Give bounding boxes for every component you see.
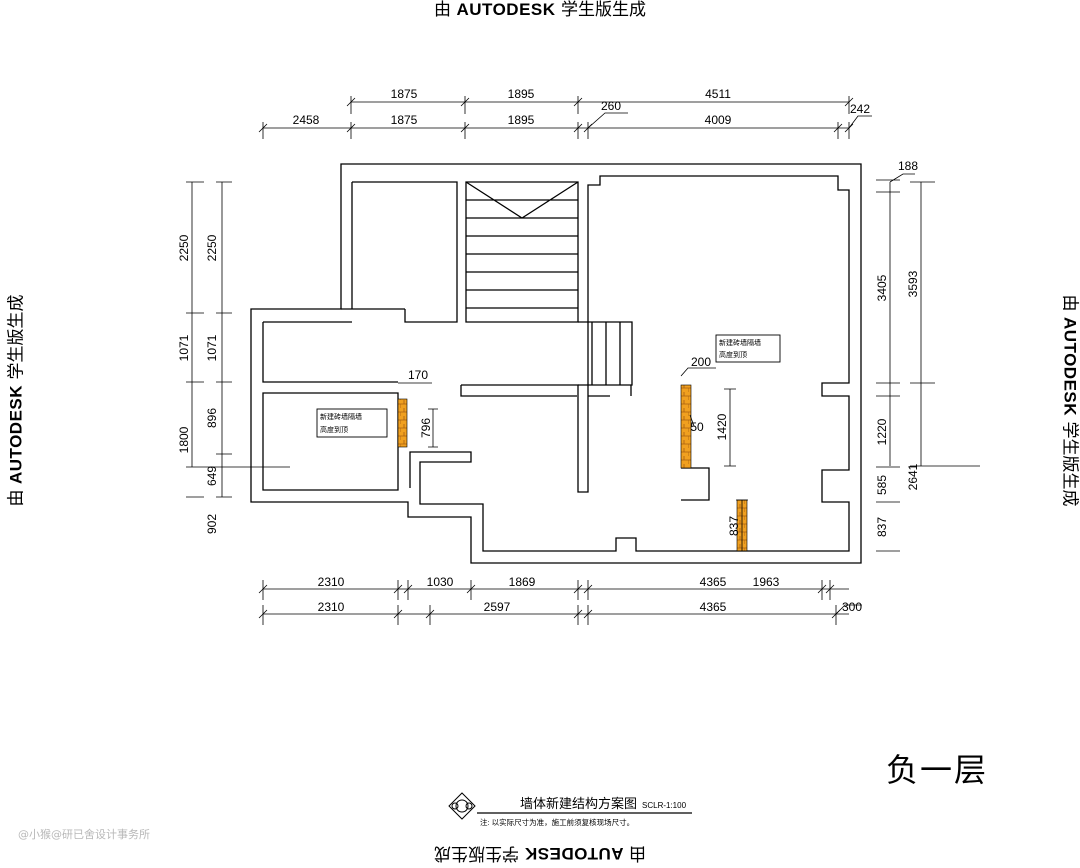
- dim-bottom2-300: 300: [842, 600, 862, 614]
- dim-top2-260: 260: [601, 99, 621, 113]
- dim-top1-1875: 1875: [391, 87, 418, 101]
- walls: [251, 164, 861, 563]
- dimension-text: 1875 1895 4511 2458 1875 1895 260 4009 2…: [177, 87, 920, 614]
- dim-bottom1-4365: 4365: [700, 575, 727, 589]
- watermark-brand: AUTODESK: [524, 844, 623, 863]
- floor-label: 负一层: [886, 745, 988, 791]
- dim-interior-837: 837: [727, 516, 741, 536]
- watermark-bottom: 由 AUTODESK 学生版生成: [0, 843, 1080, 863]
- watermark-brand: AUTODESK: [456, 0, 555, 19]
- watermark-left: 由 AUTODESK 学生版生成: [2, 291, 27, 511]
- watermark-prefix: 由: [624, 843, 646, 863]
- dim-right-188: 188: [898, 159, 918, 173]
- dim-right-3405: 3405: [875, 274, 889, 301]
- dim-top2-1875: 1875: [391, 113, 418, 127]
- dim-interior-796: 796: [419, 418, 433, 438]
- dim-right-outer-3593: 3593: [906, 270, 920, 297]
- note-right-line1: 新建砖墙隔墙: [719, 338, 761, 347]
- title-text: 墙体新建结构方案图: [520, 796, 637, 811]
- title-emblem: [449, 793, 475, 819]
- dim-right-585: 585: [875, 475, 889, 495]
- brick-wall-left: [398, 399, 407, 447]
- note-left-line2: 高度到顶: [320, 425, 348, 434]
- dim-left-outer-1800: 1800: [177, 426, 191, 453]
- title-note: 注: 以实际尺寸为准，施工前须复核现场尺寸。: [480, 817, 634, 827]
- outer-wall-outline: [251, 164, 861, 563]
- stair-outline: [466, 182, 578, 322]
- dim-left-outer-902: 902: [205, 514, 219, 534]
- watermark-prefix: 由: [1060, 295, 1080, 317]
- watermark-top: 由 AUTODESK 学生版生成: [0, 0, 1080, 20]
- title-block: 墙体新建结构方案图 SCLR-1:100 注: 以实际尺寸为准，施工前须复核现场…: [449, 793, 692, 827]
- note-right-line2: 高度到顶: [719, 350, 747, 359]
- dim-left-inner-2250: 2250: [205, 234, 219, 261]
- dim-bottom1-1030: 1030: [427, 575, 454, 589]
- note-left-line1: 新建砖墙隔墙: [320, 412, 362, 421]
- watermark-prefix: 由: [434, 0, 456, 20]
- dim-right-1220: 1220: [875, 418, 889, 445]
- watermark-right: 由 AUTODESK 学生版生成: [1060, 291, 1080, 511]
- dim-top2-2458: 2458: [293, 113, 320, 127]
- inner-wall-left-room: [263, 393, 398, 490]
- inner-wall-center: [410, 176, 849, 551]
- dim-left-inner-649: 649: [205, 466, 219, 486]
- dim-bottom2-2597: 2597: [484, 600, 511, 614]
- watermark-suffix: 学生版生成: [556, 0, 646, 20]
- dim-interior-200: 200: [691, 355, 711, 369]
- title-scale: SCLR-1:100: [642, 801, 687, 810]
- watermark-prefix: 由: [7, 484, 27, 506]
- dim-left-inner-1071: 1071: [205, 334, 219, 361]
- dim-top2-4009: 4009: [705, 113, 732, 127]
- dim-top2-242: 242: [850, 102, 870, 116]
- dim-right-outer-2641: 2641: [906, 463, 920, 490]
- dim-bottom1-1963: 1963: [753, 575, 780, 589]
- credit-watermark: @小猴@研已舍设计事务所: [18, 826, 150, 842]
- stair-treads: [466, 182, 578, 308]
- inner-wall-door: [588, 385, 631, 396]
- dim-left-inner-896: 896: [205, 408, 219, 428]
- dim-right-837: 837: [875, 517, 889, 537]
- dim-interior-1420: 1420: [715, 413, 729, 440]
- note-boxes: [317, 335, 780, 437]
- watermark-brand: AUTODESK: [1061, 317, 1080, 416]
- dim-left-outer-2250: 2250: [177, 234, 191, 261]
- dim-top2-1895: 1895: [508, 113, 535, 127]
- dim-left-outer-1071: 1071: [177, 334, 191, 361]
- dim-bottom1-1869: 1869: [509, 575, 536, 589]
- dim-top1-4511: 4511: [705, 87, 731, 101]
- stair-lower: [578, 322, 632, 385]
- dim-bottom1-2310: 2310: [318, 575, 345, 589]
- watermark-brand: AUTODESK: [7, 385, 26, 484]
- inner-wall-right-pier: [681, 468, 709, 500]
- inner-wall-left: [263, 182, 457, 382]
- watermark-suffix: 学生版生成: [434, 843, 524, 863]
- dim-top1-1895: 1895: [508, 87, 535, 101]
- dim-bottom2-4365: 4365: [700, 600, 727, 614]
- dim-interior-50: 50: [690, 420, 704, 434]
- watermark-suffix: 学生版生成: [7, 295, 27, 385]
- dim-bottom2-2310: 2310: [318, 600, 345, 614]
- dim-interior-170: 170: [408, 368, 428, 382]
- watermark-suffix: 学生版生成: [1060, 416, 1080, 506]
